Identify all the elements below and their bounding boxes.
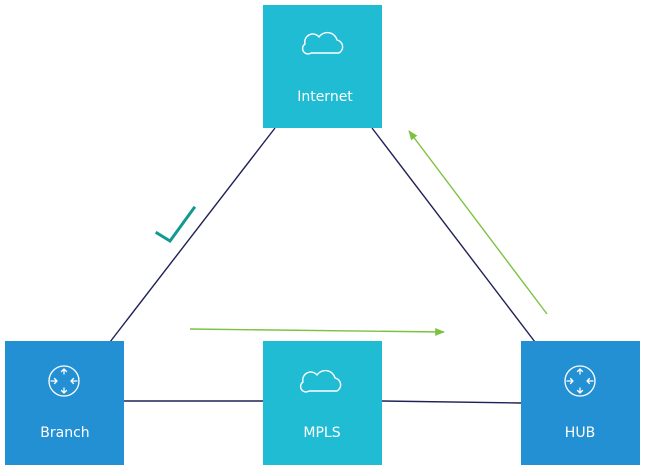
node-internet-label: Internet — [297, 89, 353, 105]
internet-link-check-icon — [154, 205, 197, 244]
router-icon — [48, 365, 80, 397]
node-hub[interactable]: HUB — [521, 341, 640, 465]
link-internet-hub — [371, 127, 536, 343]
node-mpls-box — [263, 341, 382, 465]
link-branch-internet — [109, 127, 276, 343]
node-hub-label: HUB — [565, 425, 595, 441]
node-hub-box — [521, 341, 640, 465]
node-mpls[interactable]: MPLS — [263, 341, 382, 465]
links — [109, 127, 536, 404]
node-internet[interactable]: Internet — [263, 5, 382, 128]
router-icon — [564, 365, 596, 397]
path-arrows — [189, 130, 548, 336]
mpls-path-arrow — [189, 327, 445, 336]
node-branch[interactable]: Branch — [5, 341, 124, 465]
cloud-icon — [301, 31, 344, 55]
link-mpls-hub — [381, 400, 522, 404]
node-mpls-label: MPLS — [303, 425, 340, 441]
node-branch-box — [5, 341, 124, 465]
cloud-icon — [299, 369, 342, 393]
node-branch-label: Branch — [40, 425, 89, 441]
node-internet-box — [263, 5, 382, 128]
internet-return-arrow — [408, 130, 548, 315]
